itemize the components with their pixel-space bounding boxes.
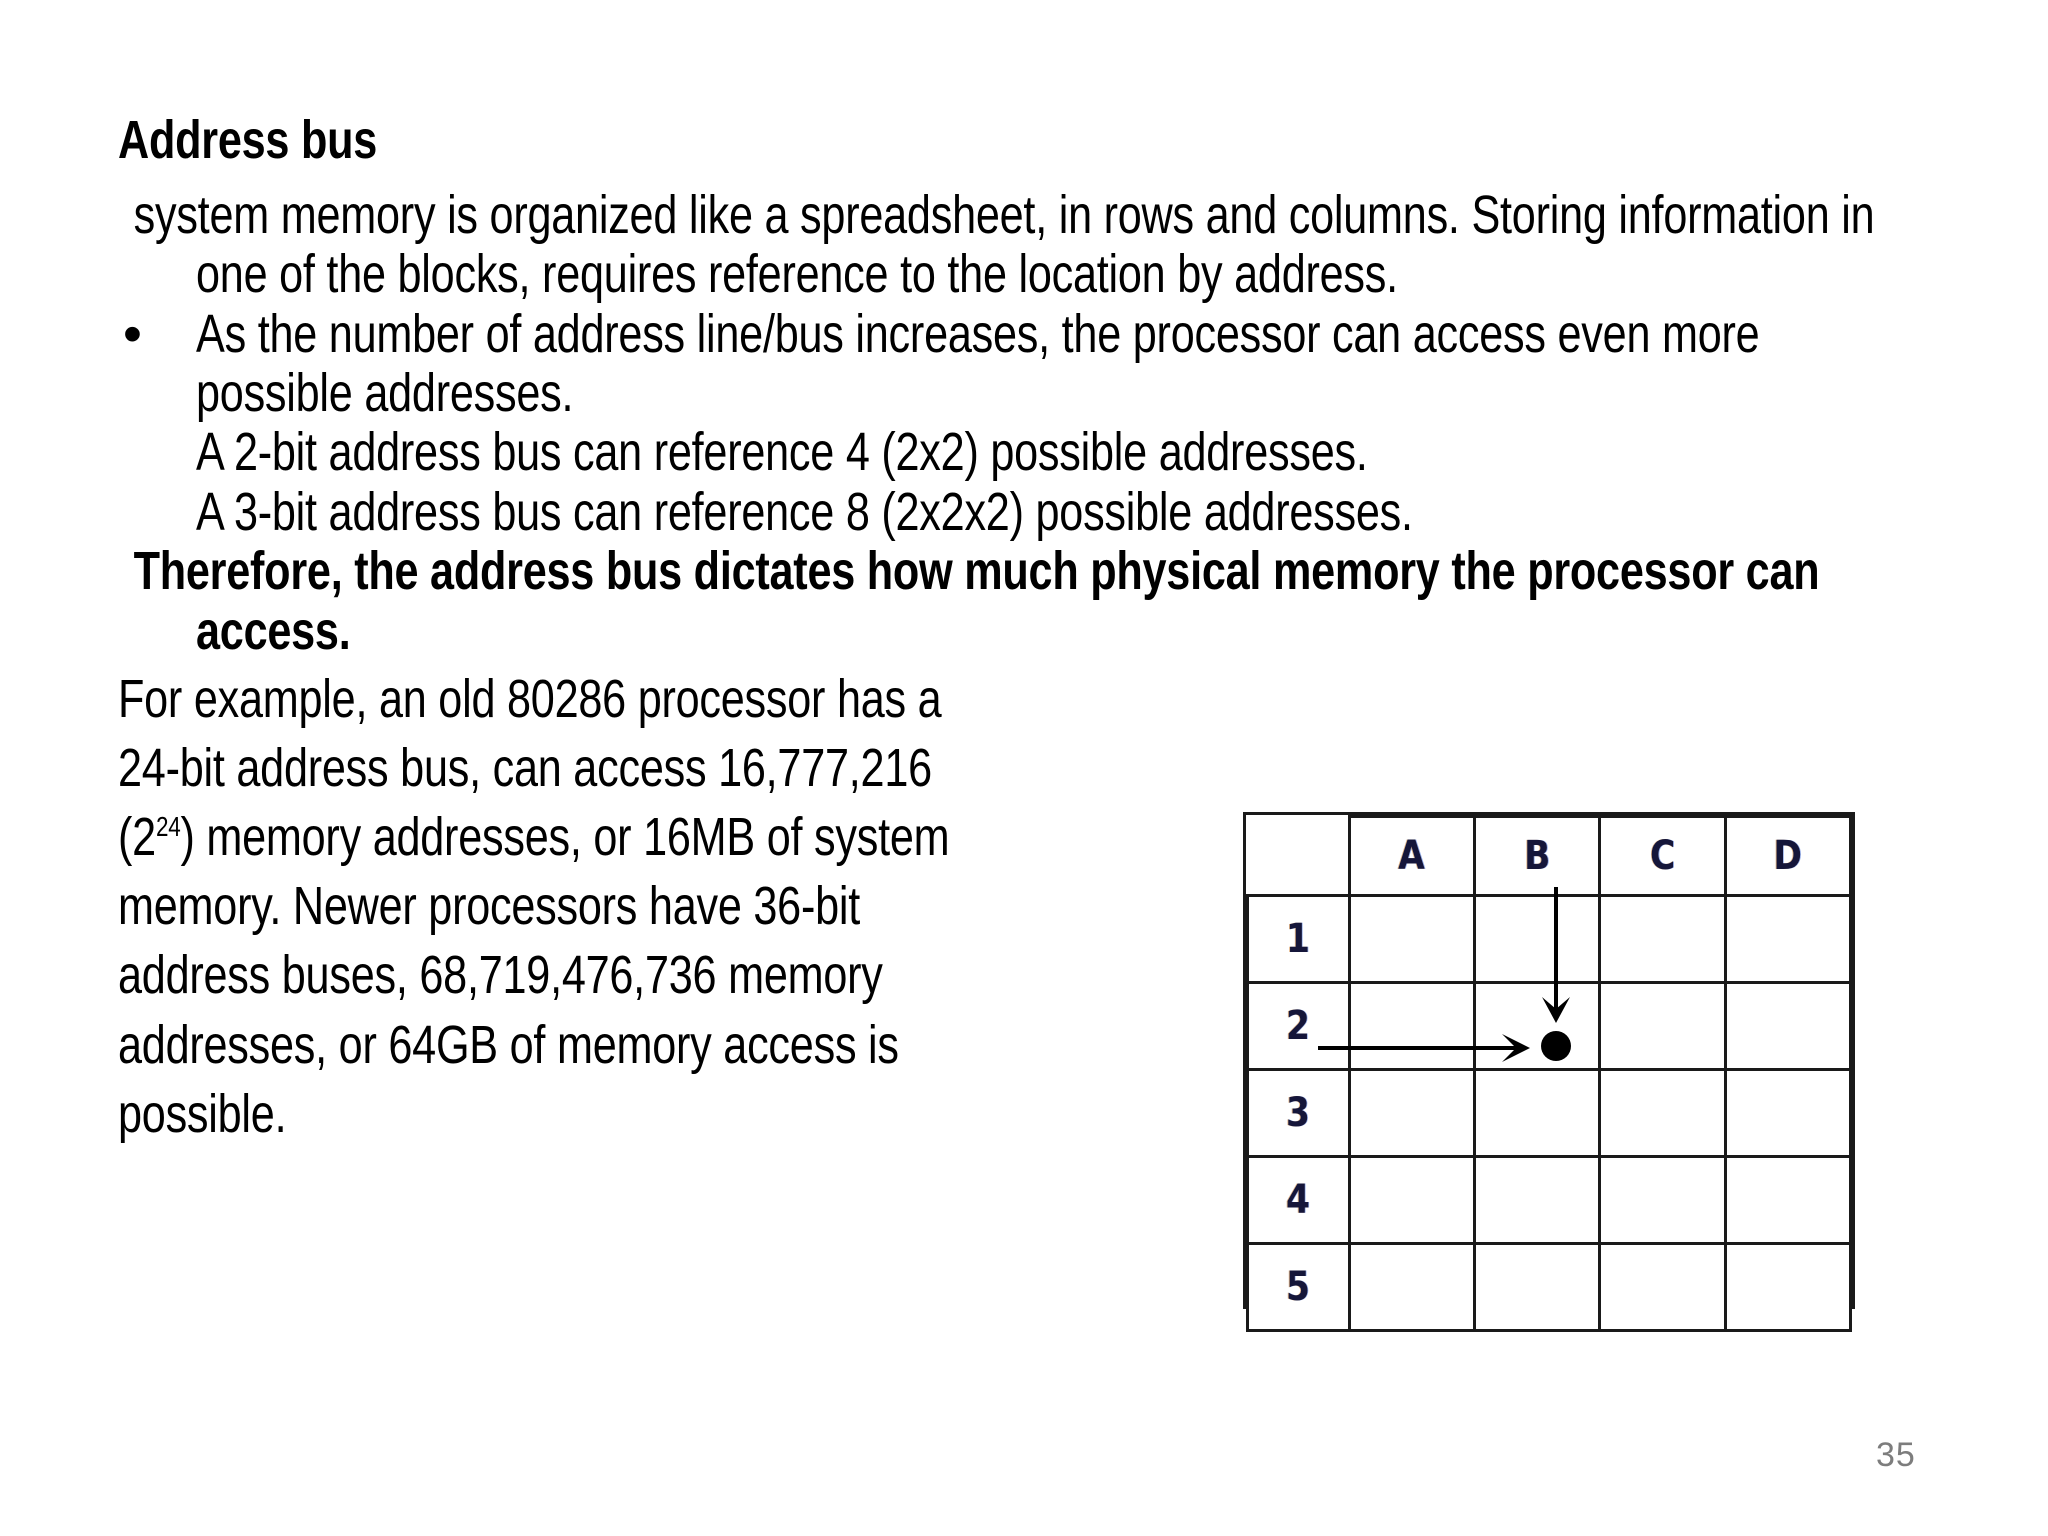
spreadsheet-row-3: 3 <box>1246 1068 1853 1158</box>
cell-a2[interactable] <box>1347 981 1476 1071</box>
example-line: 24-bit address bus, can access 16,777,21… <box>118 734 1278 803</box>
row-header-4[interactable]: 4 <box>1246 1155 1351 1245</box>
spreadsheet-corner-cell <box>1247 816 1351 897</box>
cell-b1[interactable] <box>1472 894 1602 984</box>
cell-c5[interactable] <box>1598 1242 1727 1332</box>
cell-b3[interactable] <box>1472 1068 1602 1158</box>
column-header-b[interactable]: B <box>1472 815 1602 897</box>
cell-d2[interactable] <box>1723 981 1853 1071</box>
cell-b5[interactable] <box>1472 1242 1602 1332</box>
cell-c4[interactable] <box>1598 1155 1727 1245</box>
cell-b2[interactable] <box>1472 981 1602 1071</box>
paragraph-2bit: A 2-bit address bus can reference 4 (2x2… <box>118 422 1908 483</box>
spreadsheet-row-5: 5 <box>1246 1242 1853 1332</box>
cell-d1[interactable] <box>1723 894 1853 984</box>
row-header-3[interactable]: 3 <box>1246 1068 1351 1158</box>
paragraph-2bit-text: A 2-bit address bus can reference 4 (2x2… <box>196 422 1368 483</box>
slide-text-body: Address bus system memory is organized l… <box>118 108 1908 1149</box>
paragraph-therefore: Therefore, the address bus dictates how … <box>118 542 1908 661</box>
column-header-c[interactable]: C <box>1598 815 1727 897</box>
exponent-24: 24 <box>155 811 181 843</box>
example-line-text: For example, an old 80286 processor has … <box>118 669 942 729</box>
spreadsheet-row-4: 4 <box>1246 1155 1853 1245</box>
cell-c1[interactable] <box>1598 894 1727 984</box>
row-header-2[interactable]: 2 <box>1246 981 1351 1071</box>
row-header-5[interactable]: 5 <box>1246 1242 1351 1332</box>
example-line-text: addresses, or 64GB of memory access is <box>118 1014 899 1075</box>
spreadsheet-row-1: 1 <box>1246 894 1853 984</box>
example-line-post: ) memory addresses, or 16MB of system <box>180 807 950 868</box>
example-line-text: possible. <box>118 1083 287 1144</box>
paragraph-3bit-text: A 3-bit address bus can reference 8 (2x2… <box>196 481 1413 542</box>
column-header-a[interactable]: A <box>1347 815 1476 897</box>
page-title-text: Address bus <box>118 110 378 170</box>
paragraph-example: For example, an old 80286 processor has … <box>118 665 1278 1149</box>
example-line: address buses, 68,719,476,736 memory <box>118 941 1278 1010</box>
example-line: addresses, or 64GB of memory access is <box>118 1011 1278 1080</box>
column-header-d[interactable]: D <box>1723 815 1853 897</box>
paragraph-intro: system memory is organized like a spread… <box>118 184 1908 305</box>
row-header-1[interactable]: 1 <box>1246 894 1351 984</box>
cell-c3[interactable] <box>1598 1068 1727 1158</box>
example-line: memory. Newer processors have 36-bit <box>118 872 1278 941</box>
cell-a3[interactable] <box>1347 1068 1476 1158</box>
example-line: For example, an old 80286 processor has … <box>118 665 1278 734</box>
example-line-text: memory. Newer processors have 36-bit <box>118 876 861 937</box>
spreadsheet-grid: A B C D 1 2 3 <box>1246 815 1853 1332</box>
spreadsheet-row-2: 2 <box>1246 981 1853 1071</box>
page-number: 35 <box>1876 1436 1916 1474</box>
example-line: (224) memory addresses, or 16MB of syste… <box>118 803 1278 872</box>
cell-a5[interactable] <box>1347 1242 1476 1332</box>
example-line-pre: (2 <box>118 807 156 868</box>
paragraph-bullet-1-text: As the number of address line/bus increa… <box>196 303 1760 424</box>
page-title: Address bus <box>118 108 1908 174</box>
example-line-text: address buses, 68,719,476,736 memory <box>118 945 883 1006</box>
cell-d3[interactable] <box>1723 1068 1853 1158</box>
paragraph-therefore-text: Therefore, the address bus dictates how … <box>133 541 1820 661</box>
spreadsheet-figure: A B C D 1 2 3 <box>1243 812 1855 1332</box>
cell-d4[interactable] <box>1723 1155 1853 1245</box>
cell-a4[interactable] <box>1347 1155 1476 1245</box>
cell-a1[interactable] <box>1347 894 1476 984</box>
bullet-icon: • <box>123 303 142 364</box>
cell-c2[interactable] <box>1598 981 1727 1071</box>
cell-d5[interactable] <box>1723 1242 1853 1332</box>
paragraph-3bit: A 3-bit address bus can reference 8 (2x2… <box>118 481 1908 542</box>
cell-b4[interactable] <box>1472 1155 1602 1245</box>
example-line: possible. <box>118 1080 1278 1149</box>
paragraph-bullet-1: • As the number of address line/bus incr… <box>118 303 1908 424</box>
example-line-text: 24-bit address bus, can access 16,777,21… <box>118 738 932 799</box>
paragraph-intro-text: system memory is organized like a spread… <box>133 184 1875 305</box>
spreadsheet-header-row: A B C D <box>1247 815 1853 897</box>
